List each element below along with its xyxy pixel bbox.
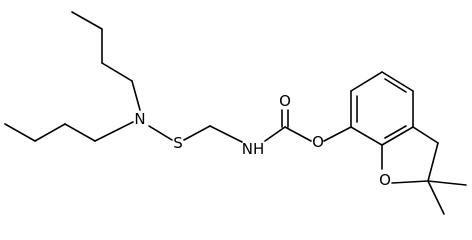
bond xyxy=(427,142,439,182)
bond xyxy=(391,180,429,184)
bond xyxy=(94,121,134,142)
bond xyxy=(64,123,96,142)
aromatic-inner-bond xyxy=(384,125,407,139)
gem-dimethyl xyxy=(427,180,467,215)
atom-label-ester-oxygen: O xyxy=(312,133,324,151)
chemical-structure: N S NH O O O xyxy=(4,11,467,215)
upper-butyl-chain xyxy=(71,11,141,111)
bond xyxy=(101,62,133,82)
bond xyxy=(148,125,173,141)
bond xyxy=(381,71,414,92)
bond xyxy=(427,180,445,215)
atom-label-carbonyl-oxygen: O xyxy=(279,92,291,110)
bond xyxy=(381,126,414,146)
benzene-ring xyxy=(350,71,414,146)
bond xyxy=(350,126,383,146)
carbamate-bonds xyxy=(264,109,312,142)
bond xyxy=(427,180,467,186)
bond xyxy=(34,123,66,142)
bond xyxy=(284,126,312,142)
bond xyxy=(131,80,141,111)
atom-label-nitrogen: N xyxy=(134,110,145,128)
bond xyxy=(323,126,352,142)
atom-label-ring-oxygen: O xyxy=(379,171,391,189)
lower-butyl-chain xyxy=(4,121,134,142)
atom-label-sulfur: S xyxy=(173,134,183,152)
dihydrofuran-ring xyxy=(381,126,439,184)
atom-label-nh: NH xyxy=(242,140,265,158)
bond xyxy=(264,126,286,142)
aromatic-inner-bond xyxy=(384,78,407,93)
bond xyxy=(350,71,383,92)
bond xyxy=(412,126,439,144)
bond xyxy=(209,125,243,143)
bond xyxy=(183,125,211,141)
bond xyxy=(4,123,36,142)
bond xyxy=(71,11,103,30)
linker-bonds xyxy=(148,125,243,143)
